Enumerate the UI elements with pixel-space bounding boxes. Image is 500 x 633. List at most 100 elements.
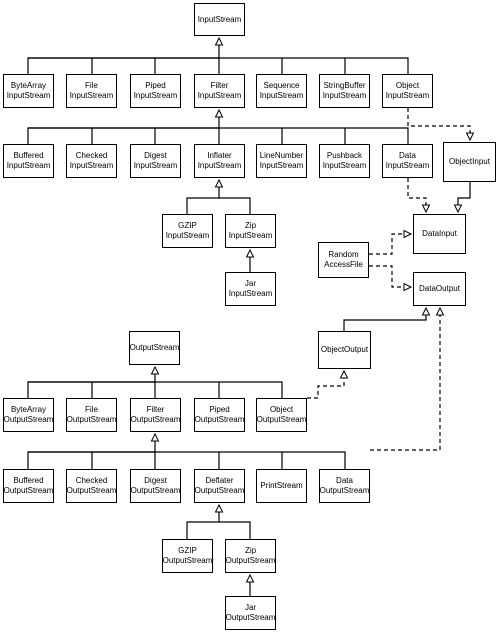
class-label-line: Checked xyxy=(75,476,108,485)
class-label-line: Zip xyxy=(244,546,257,555)
class-label-line: OutputStream xyxy=(130,486,181,495)
class-label-line: InputStream xyxy=(197,161,242,170)
class-label: PrintStream xyxy=(260,481,302,491)
class-label-line: ByteArray xyxy=(10,405,47,414)
class-label-line: Object xyxy=(395,81,420,90)
class-label-line: OutputStream xyxy=(3,486,54,495)
class-label-line: Random xyxy=(328,250,359,259)
edge-objectoutputstream-implements-objectoutput-arrowhead xyxy=(339,369,349,379)
class-label-line: InputStream xyxy=(322,161,367,170)
class-label-line: GZIP xyxy=(178,221,197,230)
class-label-line: Deflater xyxy=(205,476,234,485)
edge-randomaccessfile-implements-dataoutput-arrowhead xyxy=(403,282,413,292)
class-label-line: Checked xyxy=(75,151,108,160)
class-label-line: InputStream xyxy=(133,161,178,170)
edge-gzipoutputstream-extends-deflateroutputstream xyxy=(186,505,220,539)
edge-dataoutputstream-extends-filteroutputstream xyxy=(28,451,346,469)
class-box-output-stream: OutputStream xyxy=(129,331,180,365)
class-label-line: OutputStream xyxy=(319,486,370,495)
class-label-line: InputStream xyxy=(259,161,304,170)
class-label-line: OutputStream xyxy=(162,556,213,565)
edge-bufferedinputstream-extends-filterinputstream xyxy=(27,110,220,144)
class-box-data-input: DataInput xyxy=(413,214,466,254)
edge-jaroutputstream-extends-zipoutputstream-arrowhead xyxy=(245,573,255,583)
class-label: ObjectInput xyxy=(449,157,490,167)
class-label-line: OutputStream xyxy=(66,486,117,495)
edge-bufferedoutputstream-extends-filteroutputstream-arrowhead xyxy=(150,432,160,442)
class-label: DataOutput xyxy=(419,284,460,294)
class-label-line: InputStream xyxy=(6,161,51,170)
class-label-line: File xyxy=(85,81,98,90)
class-label: OutputStream xyxy=(130,343,180,353)
class-label-line: GZIP xyxy=(178,546,197,555)
class-label-line: Filter xyxy=(210,81,229,90)
class-label-line: InputStream xyxy=(322,91,367,100)
class-label-line: OutputStream xyxy=(194,486,245,495)
class-label-line: OutputStream xyxy=(129,343,180,352)
class-label-line: PrintStream xyxy=(260,481,303,490)
class-label-line: AccessFile xyxy=(324,260,363,269)
class-label-line: InputStream xyxy=(385,91,430,100)
class-label-line: InputStream xyxy=(228,231,273,240)
edge-gzipinputstream-extends-inflaterinputstream-arrowhead xyxy=(214,178,224,188)
edge-bytearrayinputstream-extends-inputstream xyxy=(27,38,220,74)
class-label-line: InputStream xyxy=(133,91,178,100)
edge-zipoutputstream-extends-deflateroutputstream xyxy=(219,521,251,539)
edge-dataoutputstream-implements-dataoutput-arrowhead xyxy=(435,306,445,316)
class-label-line: ByteArray xyxy=(10,81,47,90)
class-label-line: ObjectInput xyxy=(449,157,490,166)
class-label-line: Piped xyxy=(145,81,166,90)
class-label-line: InputStream xyxy=(69,91,114,100)
class-box-data-output: DataOutput xyxy=(413,272,466,306)
class-label-line: Data xyxy=(399,151,416,160)
edge-randomaccessfile-implements-datainput-arrowhead xyxy=(403,229,413,239)
class-label-line: OutputStream xyxy=(256,415,307,424)
edge-objectoutput-extends-dataoutput-arrowhead xyxy=(421,306,431,316)
edge-datainputstream-implements-datainput-arrowhead xyxy=(421,204,431,214)
edge-bufferedinputstream-extends-filterinputstream-arrowhead xyxy=(214,108,224,118)
class-label-line: Object xyxy=(269,405,294,414)
class-label-line: Inflater xyxy=(207,151,232,160)
class-label-line: StringBuffer xyxy=(323,81,366,90)
class-label-line: InputStream xyxy=(165,231,210,240)
